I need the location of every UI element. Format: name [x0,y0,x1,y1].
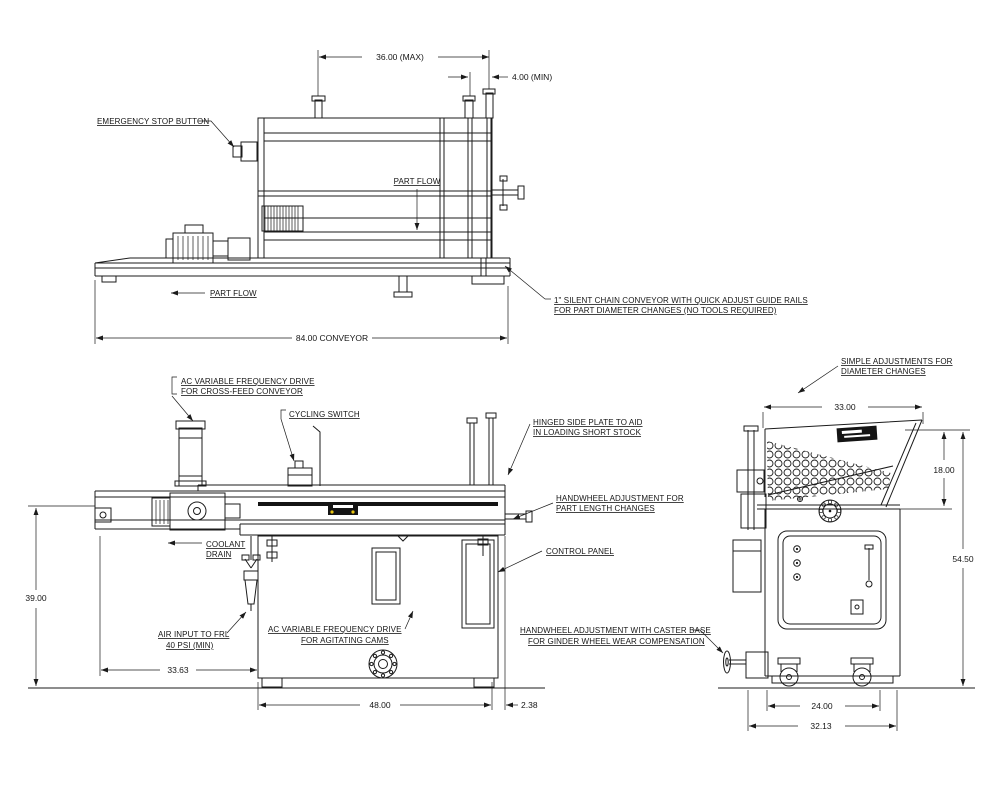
wear-compensation-handwheel [723,650,769,679]
dim-gap-min: 4.00 (MIN) [448,72,552,82]
vfd-crossfeed-label-2: FOR CROSS-FEED CONVEYOR [181,387,303,396]
dim-base-width: 32.13 [747,690,898,731]
handwheel-length-leader [512,502,554,520]
svg-text:2.38: 2.38 [521,700,538,710]
hinged-side-plates [466,412,497,485]
magazine-drum [257,117,493,259]
svg-text:39.00: 39.00 [25,593,47,603]
svg-text:32.13: 32.13 [810,721,832,731]
control-panel-leader [497,550,543,573]
parts-hopper [764,419,923,508]
control-panel-shape [461,539,495,629]
conveyor-drive-motor [165,224,251,264]
svg-text:33.00: 33.00 [834,402,856,412]
brand-plate-front [328,502,358,515]
front-view-elevation: AC VARIABLE FREQUENCY DRIVE FOR CROSS-FE… [25,376,684,710]
svg-text:48.00: 48.00 [369,700,391,710]
simple-adjust-label-1: SIMPLE ADJUSTMENTS FOR [841,357,953,366]
dim-height-39: 39.00 [25,505,95,686]
cycling-switch-bracket [280,409,286,419]
dim-left-overhang: 33.63 [99,536,257,676]
emergency-stop-leader [198,120,235,148]
side-rail-attachments [732,425,767,593]
cycling-switch-label: CYCLING SWITCH [289,410,360,419]
simple-adjust-label-2: DIAMETER CHANGES [841,367,926,376]
gear-motor [151,492,241,531]
brand-plate-side [836,425,878,443]
vfd-crossfeed-label-1: AC VARIABLE FREQUENCY DRIVE [181,377,315,386]
svg-text:24.00: 24.00 [811,701,833,711]
handwheel-length-label-2: PART LENGTH CHANGES [556,504,655,513]
silent-chain-leader [504,265,546,300]
side-view-elevation: SIMPLE ADJUSTMENTS FOR DIAMETER CHANGES … [520,357,975,731]
casters [777,657,874,687]
vfd-crossfeed-bracket [171,376,177,395]
air-input-leader [226,611,247,634]
vfd-crossfeed-drive [174,420,207,487]
flange-bolts [369,650,397,678]
handwheel-caster-leader [693,629,724,654]
dim-right-overhang: 2.38 [504,536,538,710]
coolant-label-2: DRAIN [206,550,232,559]
svg-text:18.00: 18.00 [933,465,955,475]
dim-caster-spacing: 24.00 [766,690,881,711]
emergency-stop-button-shape [232,141,258,162]
length-adjust-shaft [492,175,525,211]
frl-unit [241,536,261,611]
dim-overall-height: 54.50 [952,432,974,686]
svg-text:84.00 CONVEYOR: 84.00 CONVEYOR [296,333,368,343]
cycling-switch-leader [280,418,295,462]
machine-cabinet [257,535,499,688]
dim-cabinet-width: 48.00 [257,682,493,710]
vfd-agitating-box [371,547,401,605]
svg-text:4.00 (MIN): 4.00 (MIN) [512,72,552,82]
vfd-agitating-label-1: AC VARIABLE FREQUENCY DRIVE [268,625,402,634]
hinged-plate-leader [507,423,531,476]
handwheel-caster-label-1: HANDWHEEL ADJUSTMENT WITH CASTER BASE [520,626,711,635]
handwheel-length-label-1: HANDWHEEL ADJUSTMENT FOR [556,494,684,503]
vfd-agitating-label-2: FOR AGITATING CAMS [301,636,389,645]
guide-rail-adjusting-rods [311,88,496,119]
side-body [757,504,901,684]
crossfeed-beam [94,484,533,562]
top-view-conveyor-elevation: PART FLOW PART FLOW EMERGENCY STOP BUTTO… [94,50,808,344]
hinged-plate-label-2: IN LOADING SHORT STOCK [533,428,642,437]
vfd-agitating-leader [404,610,414,630]
part-flow-drum-label: PART FLOW [394,177,441,186]
silent-chain-note-line2: FOR PART DIAMETER CHANGES (NO TOOLS REQU… [554,306,777,315]
agitator-spring [261,205,304,232]
silent-chain-note-line1: 1" SILENT CHAIN CONVEYOR WITH QUICK ADJU… [554,296,808,305]
conveyor-bed [94,257,511,298]
emergency-stop-label: EMERGENCY STOP BUTTON [97,117,209,126]
air-input-label-2: 40 PSI (MIN) [166,641,214,650]
handwheel-caster-label-2: FOR GINDER WHEEL WEAR COMPENSATION [528,637,705,646]
coolant-label-1: COOLANT [206,540,245,549]
control-panel-label: CONTROL PANEL [546,547,614,556]
dim-conveyor-length: 84.00 CONVEYOR [94,280,509,344]
svg-text:36.00 (MAX): 36.00 (MAX) [376,52,424,62]
dim-hopper-depth: 18.00 [888,429,970,510]
parts-heap [767,441,891,501]
simple-adjust-leader [797,365,839,394]
air-input-label-1: AIR INPUT TO FRL [158,630,230,639]
svg-text:33.63: 33.63 [167,665,189,675]
dim-drum-max: 36.00 (MAX) [317,50,490,96]
svg-text:54.50: 54.50 [952,554,974,564]
cycling-switch-shape [287,425,321,487]
vfd-crossfeed-leader [171,395,194,422]
feed-wheel-bearing [797,496,842,523]
hinged-plate-label-1: HINGED SIDE PLATE TO AID [533,418,643,427]
part-flow-infeed-label: PART FLOW [210,289,257,298]
dim-hopper-width: 33.00 [762,402,924,428]
